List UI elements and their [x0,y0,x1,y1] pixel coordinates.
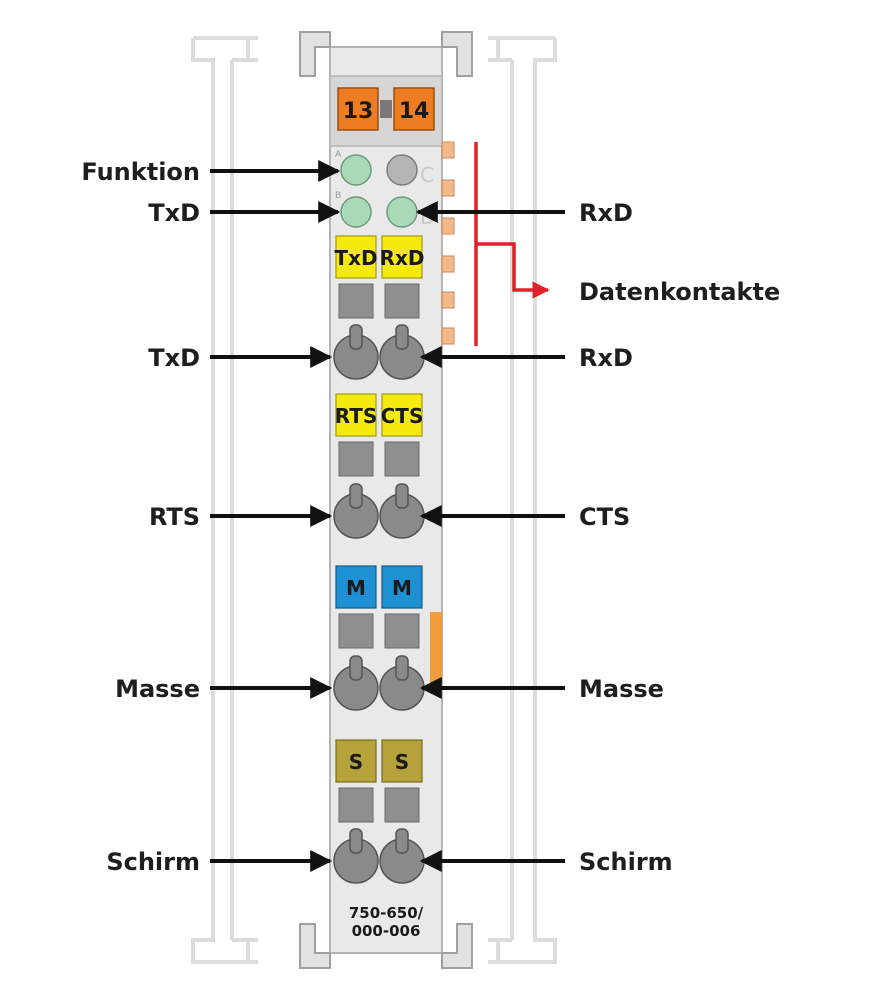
label-conn-txd: TxD [148,344,200,372]
led-letter-a: A [335,150,342,160]
label-masse-right: Masse [579,675,664,703]
label-datenkontakte: Datenkontakte [579,278,780,306]
tag-txd: TxD [334,246,377,270]
label-schirm-left: Schirm [106,848,200,876]
connector-group-masse: M M [333,565,425,711]
terminal-number-14: 14 [399,99,430,124]
tag-rts: RTS [335,404,378,428]
label-schirm-right: Schirm [579,848,673,876]
label-led-rxd: RxD [579,199,633,227]
terminal-numbers: 13 14 [337,87,435,131]
part-number-line2: 000-006 [352,922,421,940]
led-letter-d: D [420,205,435,229]
connector-group-rts-cts: RTS CTS [333,393,425,539]
part-number: 750-650/ 000-006 [349,904,424,940]
tag-m-right: M [392,576,412,600]
part-number-line1: 750-650/ [349,904,424,922]
tag-rxd: RxD [380,246,425,270]
led-c [386,154,418,186]
tag-m-left: M [346,576,366,600]
label-cts: CTS [579,503,630,531]
tag-s-left: S [349,750,363,774]
din-rail-outlines [191,36,557,964]
led-txd [340,196,372,228]
label-rts: RTS [149,503,200,531]
tag-s-right: S [395,750,409,774]
label-led-txd: TxD [148,199,200,227]
connector-group-txd-rxd: TxD RxD [333,235,425,380]
label-conn-rxd: RxD [579,344,633,372]
label-funktion: Funktion [81,158,200,186]
arrows [210,160,565,872]
led-function [340,154,372,186]
data-contacts [430,141,455,692]
tag-cts: CTS [381,404,424,428]
terminal-number-13: 13 [343,99,374,124]
label-masse-left: Masse [115,675,200,703]
led-letter-b: B [335,191,341,201]
led-letter-c: C [420,163,434,187]
led-rxd [386,196,418,228]
datenkontakte-bracket [474,142,550,346]
callout-labels: Funktion TxD RxD Datenkontakte TxD RxD R… [81,158,780,876]
